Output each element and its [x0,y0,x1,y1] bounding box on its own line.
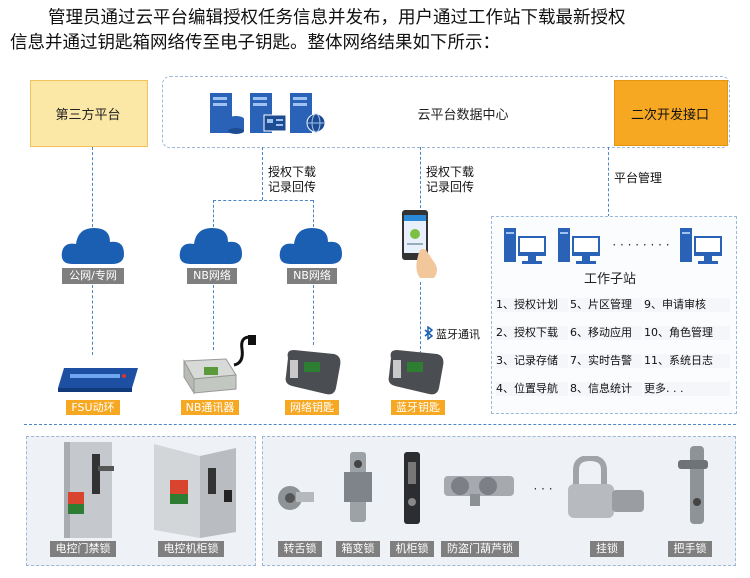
workstation-pc-icon-3 [680,228,724,268]
box-transformer-lock-image [340,452,376,524]
cloud-data-center-frame [162,76,730,148]
cloud-label-nb-1: NB网络 [187,268,237,284]
network-key-image [282,346,346,398]
cloud-icon-nb-2 [278,222,344,266]
record-upload-label-2: 记录回传 [426,180,475,194]
function-item: 10、角色管理 [644,326,730,340]
nb-communicator-image [178,335,262,397]
function-item: 9、申请审核 [644,298,730,312]
function-item: 更多. . . [644,382,730,396]
section-divider [24,424,736,425]
auth-download-label-2: 授权下载 [426,165,475,179]
secondary-dev-interface-label: 二次开发接口 [630,108,709,123]
cloud-label-public: 公网/专网 [62,268,124,284]
function-row: 3、记录存储 7、实时告警 11、系统日志 [496,354,732,368]
lock-label-anti-theft: 防盗门葫芦锁 [441,541,519,557]
server-app-icon [250,93,286,135]
bluetooth-icon [424,326,434,340]
function-row: 4、位置导航 8、信息统计 更多. . . [496,382,732,396]
intro-paragraph: 管理员通过云平台编辑授权任务信息并发布，用户通过工作站下载最新授权 信息并通过钥… [10,6,745,56]
fsu-device-image [58,362,140,394]
record-upload-label-1: 记录回传 [268,180,317,194]
device-label-network-key: 网络钥匙 [285,400,339,415]
device-label-bluetooth-key: 蓝牙钥匙 [391,400,445,415]
function-item: 8、信息统计 [570,382,642,396]
function-item: 1、授权计划 [496,298,568,312]
function-item: 3、记录存储 [496,354,568,368]
function-item: 11、系统日志 [644,354,730,368]
third-party-platform-box [30,80,148,147]
function-item: 4、位置导航 [496,382,568,396]
function-item: 6、移动应用 [570,326,642,340]
secondary-dev-interface-box [614,80,728,146]
line-public-to-fsu [92,285,93,355]
line-nb-right [313,200,314,227]
function-item: 7、实时告警 [570,354,642,368]
lock-label-tongue: 转舌锁 [278,541,322,557]
electric-cabinet-lock-image [150,440,240,540]
device-label-nb-communicator: NB通讯器 [181,400,239,415]
workstation-pc-icon-1 [504,228,548,268]
function-item: 5、片区管理 [570,298,642,312]
handle-lock-image [676,446,716,526]
workstation-pc-icon-2 [558,228,602,268]
bluetooth-label: 蓝牙通讯 [436,328,480,341]
lock-label-padlock: 挂锁 [590,541,624,557]
line-nb-left [213,200,214,227]
line-nb-split [213,200,313,201]
workstation-function-grid: 1、授权计划 5、片区管理 9、申请审核 2、授权下载 6、移动应用 10、角色… [496,298,732,396]
server-db-icon [210,93,244,135]
lock-label-cabinet: 电控机柜锁 [158,541,224,557]
tongue-lock-image [276,472,316,524]
line-cloud-to-nb-split [262,147,263,200]
cabinet-mech-lock-image [398,452,428,526]
intro-line-1: 管理员通过云平台编辑授权任务信息并发布，用户通过工作站下载最新授权 [48,8,626,28]
line-third-party-to-cloud [92,147,93,227]
anti-theft-cylinder-image [440,466,520,510]
function-item: 2、授权下载 [496,326,568,340]
line-nb1-to-communicator [213,285,214,350]
cloud-icon-public [60,222,126,266]
cloud-icon-nb-1 [178,222,244,266]
server-web-icon [290,93,326,135]
bluetooth-key-image [385,346,449,398]
padlock-image [566,456,646,520]
platform-mgmt-label: 平台管理 [614,171,663,185]
lock-label-box-transformer: 箱变锁 [336,541,380,557]
third-party-platform-label: 第三方平台 [55,108,121,123]
lock-label-cabinet-mech: 机柜锁 [390,541,434,557]
function-row: 2、授权下载 6、移动应用 10、角色管理 [496,326,732,340]
line-nb2-to-netkey [313,285,314,345]
workstation-title: 工作子站 [583,272,636,287]
line-cloud-to-phone [420,147,421,213]
line-phone-to-bt-key [420,282,421,354]
cloud-label-nb-2: NB网络 [287,268,337,284]
device-label-fsu: FSU动环 [66,400,120,415]
electric-door-lock-image [56,440,126,540]
lock-label-door: 电控门禁锁 [50,541,116,557]
phone-app-icon [400,210,442,280]
lock-label-handle: 把手锁 [668,541,712,557]
function-row: 1、授权计划 5、片区管理 9、申请审核 [496,298,732,312]
cloud-data-center-label: 云平台数据中心 [417,108,509,123]
auth-download-label-1: 授权下载 [268,165,317,179]
workstation-dots: · · · · · · · · [612,238,670,252]
locks-more-dots: · · · [533,482,553,496]
intro-line-2: 信息并通过钥匙箱网络传至电子钥匙。整体网络结果如下所示： [10,33,500,53]
line-cloud-to-workstation [608,147,609,217]
